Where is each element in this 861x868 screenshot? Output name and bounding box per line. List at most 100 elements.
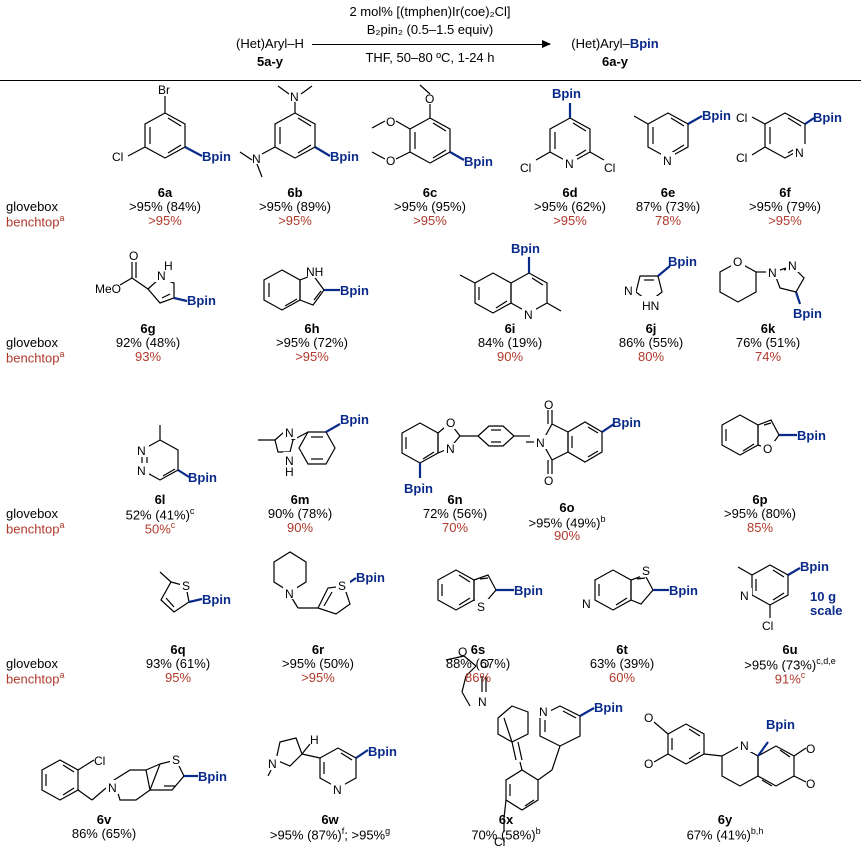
product-prefix: (Het)Aryl– [571,36,630,51]
svg-text:O: O [763,442,772,456]
svg-text:Cl: Cl [112,150,123,164]
svg-text:Bpin: Bpin [797,428,826,443]
compound-id: 6s [470,642,486,657]
benchtop-yield: 95% [164,670,192,685]
structure-6g: O MeO H N Bpin [95,249,216,308]
compound-id: 6d [562,185,578,200]
compound-id: 6e [660,185,676,200]
svg-text:O: O [129,249,138,263]
glovebox-yield: >95% (49%)b [528,514,606,531]
svg-text:O: O [425,92,434,106]
glovebox-yield: >95% (84%) [129,199,201,214]
svg-text:N: N [624,284,633,298]
svg-text:MeO: MeO [95,282,121,296]
benchtop-yield: 93% [134,349,162,364]
glovebox-yield: >95% (73%)c,d,e [744,656,836,673]
svg-text:N: N [333,783,342,797]
benchtop-yield: 74% [754,349,782,364]
svg-text:Bpin: Bpin [669,583,698,598]
glovebox-yield: >95% (80%) [724,506,796,521]
svg-text:N: N [663,154,672,168]
svg-text:N: N [108,781,117,795]
structure-6v: Cl N S Bpin [41,752,227,801]
svg-text:Cl: Cl [604,161,615,175]
svg-text:O: O [480,657,489,671]
svg-text:HN: HN [642,299,659,313]
reactant-id: 5a-y [256,54,284,69]
glovebox-yield: >95% (79%) [749,199,821,214]
scale-note-line1: 10 g [810,589,836,604]
benchtop-yield: 70% [441,520,469,535]
svg-text:N: N [285,587,294,601]
structure-6c: O O O Bpin [371,84,493,169]
benchtop-yield: 78% [654,213,682,228]
svg-text:S: S [172,753,180,767]
glovebox-yield: 92% (48%) [115,335,181,350]
structure-6a: Br Cl Bpin [112,83,231,164]
structure-6r: N S Bpin [273,551,385,615]
compound-id: 6p [752,492,768,507]
svg-text:Cl: Cl [520,161,531,175]
row-label-benchtop: benchtopa [6,349,65,366]
compound-id: 6k [760,321,776,336]
svg-text:N: N [539,705,548,719]
svg-text:O: O [446,416,455,430]
svg-text:NH: NH [306,265,323,279]
svg-text:O: O [733,255,742,269]
svg-text:Cl: Cl [736,111,747,125]
glovebox-yield: 76% (51%) [735,335,801,350]
glovebox-yield: >95% (95%) [394,199,466,214]
svg-text:O: O [386,115,395,129]
glovebox-yield: 67% (41%)b,h [686,826,764,843]
glovebox-yield: 93% (61%) [145,656,211,671]
svg-text:N: N [252,152,261,166]
structure-6f: N Cl Cl Bpin [736,110,842,165]
svg-text:S: S [477,600,485,614]
svg-text:O: O [544,398,553,412]
conditions-line: THF, 50–80 ºC, 1-24 h [365,50,495,65]
svg-text:N: N [157,269,166,283]
benchtop-yield: 90% [553,528,581,543]
structure-6h: NH Bpin [263,265,369,311]
svg-text:Cl: Cl [762,619,773,633]
svg-text:Bpin: Bpin [368,744,397,759]
benchtop-yield: 86% [464,670,492,685]
structure-6j: N HN Bpin [622,254,697,313]
structure-6w: N H N Bpin [266,733,397,797]
benchtop-yield: 80% [637,349,665,364]
product-bpin: Bpin [629,36,659,51]
svg-text:N: N [740,739,749,753]
svg-text:Bpin: Bpin [356,570,385,585]
svg-text:O: O [644,711,653,725]
svg-text:Bpin: Bpin [340,283,369,298]
compound-id: 6w [321,812,339,827]
svg-text:O: O [806,742,815,756]
svg-text:N: N [290,90,299,104]
benchtop-yield: >95% [413,213,447,228]
compound-id: 6a [157,185,173,200]
row-label-glovebox: glovebox [6,199,59,214]
structure-6l: N N Bpin [135,425,217,485]
structure-6e: N Bpin [633,108,731,168]
benchtop-yield: 85% [746,520,774,535]
row-label-benchtop: benchtopa [6,213,65,230]
benchtop-yield: 50%c [144,520,176,537]
benchtop-yield: >95% [301,670,335,685]
glovebox-yield: 72% (56%) [422,506,488,521]
reagent-line: B₂pin₂ (0.5–1.5 equiv) [366,22,494,37]
structure-6o: O N O Bpin [526,398,641,488]
svg-text:N: N [536,436,545,450]
glovebox-yield: 90% (78%) [267,506,333,521]
glovebox-yield: >95% (87%)f; >95%g [269,826,391,843]
compound-id: 6o [559,500,575,515]
scale-note-line2: scale [810,603,843,618]
glovebox-yield: >95% (62%) [534,199,606,214]
compound-id: 6i [504,321,516,336]
atom-br: Br [158,83,170,97]
svg-text:Bpin: Bpin [198,769,227,784]
structure-6i: N Bpin [459,241,562,322]
svg-text:S: S [642,564,650,578]
svg-text:Bpin: Bpin [187,293,216,308]
svg-text:Bpin: Bpin [668,254,697,269]
